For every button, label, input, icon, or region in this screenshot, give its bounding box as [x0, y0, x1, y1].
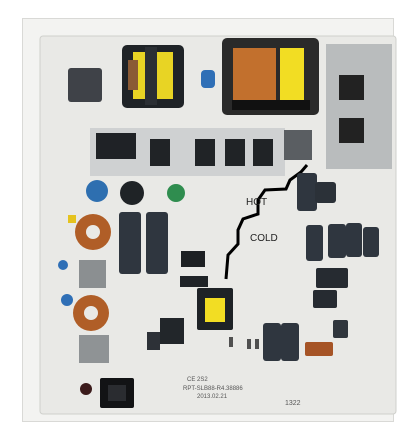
hot-label: HOT — [246, 197, 267, 208]
electrolytic-capacitor — [346, 223, 362, 257]
integrated-circuit — [181, 251, 205, 267]
gray-inductor — [79, 335, 109, 363]
small-capacitor — [333, 320, 348, 338]
board-code-text: RPT-SLB88-R4.38886 — [183, 386, 243, 392]
power-mosfet — [160, 318, 184, 344]
small-capacitor — [147, 332, 160, 350]
integrated-circuit — [180, 276, 208, 287]
toroidal-inductor-bottom — [73, 295, 109, 331]
board-model-text: CE 2S2 — [187, 377, 208, 383]
electrolytic-capacitor — [306, 225, 323, 261]
ceramic-capacitor — [86, 180, 108, 202]
green-disk-capacitor — [167, 184, 185, 202]
electrolytic-capacitor — [119, 212, 141, 274]
coil-inductor — [305, 342, 333, 356]
resistor — [247, 339, 251, 349]
board-serial-text: 1322 — [285, 400, 301, 407]
board-date-text: 2013.02.21 — [197, 394, 228, 400]
electrolytic-capacitor — [328, 224, 346, 258]
resistor — [229, 337, 233, 347]
resistor — [255, 339, 259, 349]
heatsink-right — [326, 44, 392, 169]
electrolytic-capacitor — [297, 173, 317, 211]
small-blue-component — [61, 294, 73, 306]
electrolytic-capacitor — [263, 323, 281, 361]
fuse-component — [80, 383, 92, 395]
main-transformer — [222, 38, 319, 115]
auxiliary-transformer — [197, 288, 233, 330]
electrolytic-capacitor — [313, 290, 337, 308]
gray-inductor — [79, 260, 106, 288]
cold-label: COLD — [250, 233, 278, 244]
electrolytic-capacitor — [363, 227, 379, 257]
electrolytic-capacitor — [281, 323, 299, 361]
small-yellow-component — [68, 215, 76, 223]
electrolytic-capacitor — [146, 212, 168, 274]
electrolytic-capacitor — [315, 182, 336, 203]
hot-cold-divider-line — [224, 164, 309, 280]
small-blue-component — [58, 260, 68, 270]
heatsink-left — [90, 128, 312, 176]
electrolytic-capacitor-small — [120, 181, 144, 205]
blue-capacitor — [201, 70, 215, 88]
choke-inductor — [68, 68, 102, 102]
toroidal-inductor-top — [75, 214, 111, 250]
small-transformer — [122, 45, 184, 108]
electrolytic-capacitor — [316, 268, 348, 288]
